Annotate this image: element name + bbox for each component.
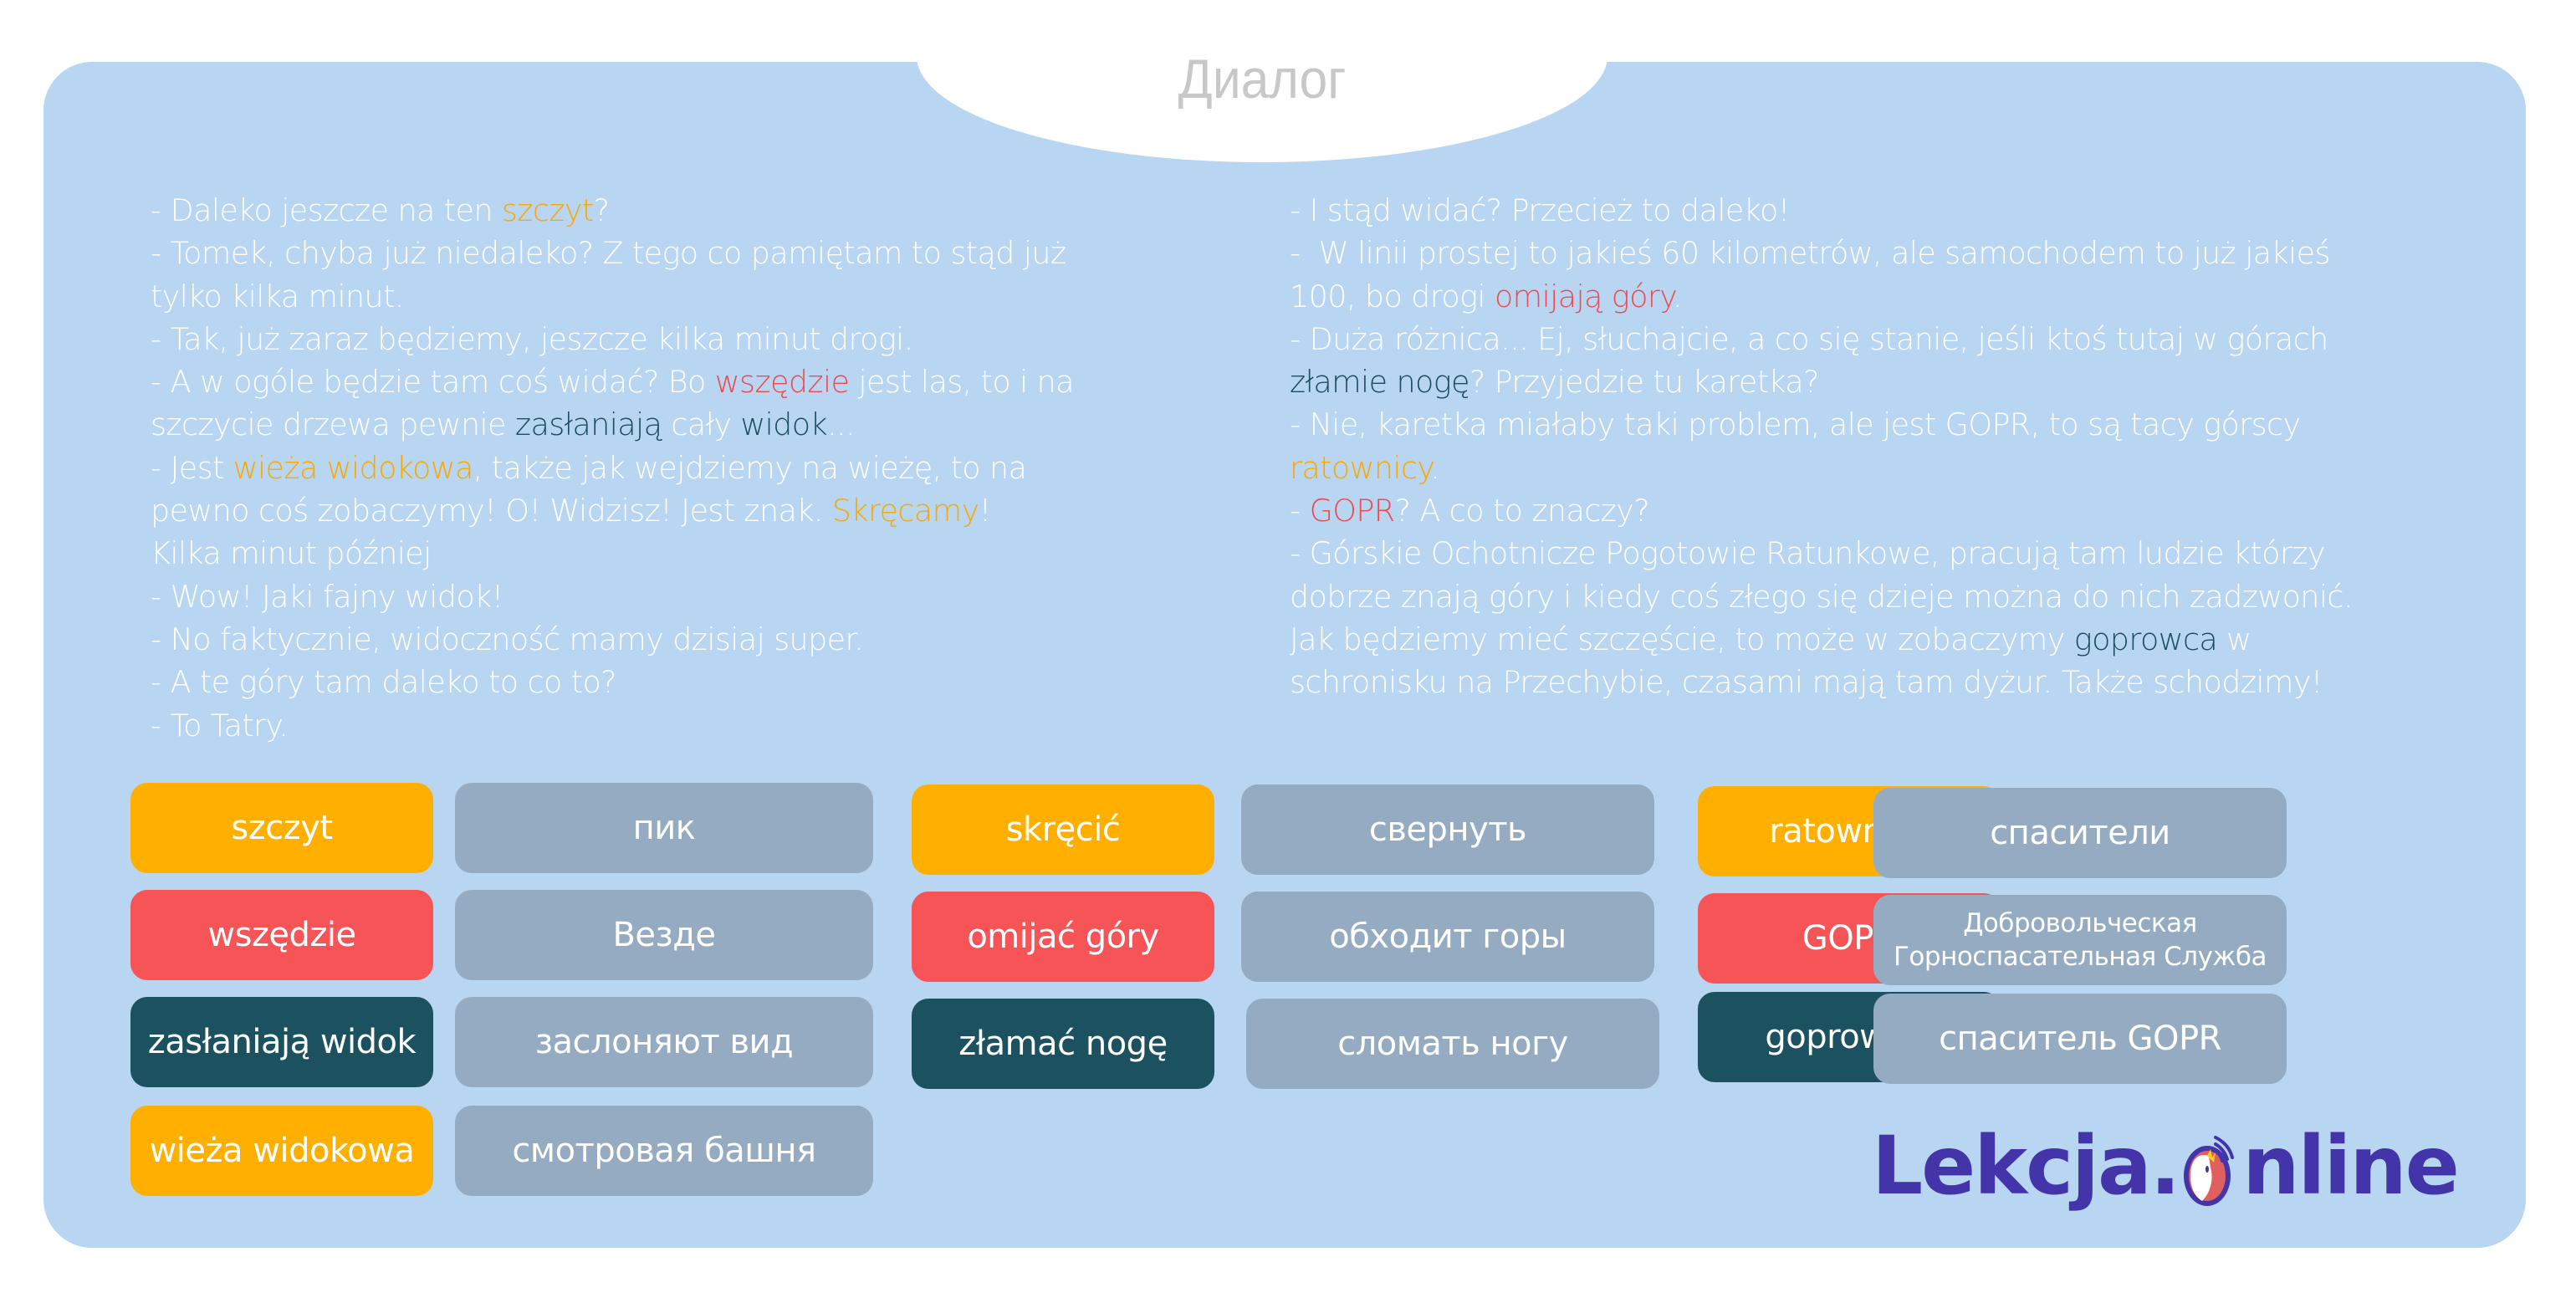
vocab-card-pl[interactable]: skręcić [912,784,1214,875]
dialog-text: ? A co to znaczy? [1394,493,1650,529]
dialog-line: schronisku na Przechybie, czasami mają t… [1290,661,2461,703]
dialog-text: - Tomek, chyba już niedaleko? Z tego co … [151,235,1066,272]
dialog-text: tylko kilka minut. [151,278,404,314]
vocab-card-ru[interactable]: пик [455,783,873,873]
dialog-line: dobrze znają góry i kiedy coś złego się … [1290,575,2461,618]
vocab-card-ru[interactable]: свернуть [1241,784,1654,875]
dialog-text: . [1430,449,1440,486]
dialog-line: - To Tatry. [151,704,1188,747]
vocab-card-ru[interactable]: Добровольческая Горноспасательная Служба [1873,895,2287,985]
highlighted-word: goprowca [2073,621,2218,657]
dialog-line: ratownicy. [1290,447,2461,489]
dialog-text: cały [662,406,741,443]
dialog-line: pewno coś zobaczymy! O! Widzisz! Jest zn… [151,489,1188,532]
dialog-text: - A w ogóle będzie tam coś widać? Bo [151,364,715,401]
dialog-line: - W linii prostej to jakieś 60 kilometró… [1290,232,2461,274]
vocab-card-pl[interactable]: wszędzie [130,890,433,980]
dialog-line: - Duża różnica... Ej, słuchajcie, a co s… [1290,318,2461,360]
dialog-text: - Tak, już zaraz będziemy, jeszcze kilka… [151,320,913,357]
dialog-line: 100, bo drogi omijają góry. [1290,275,2461,318]
dialog-line: - Wow! Jaki fajny widok! [151,575,1188,618]
highlighted-word: złamie nogę [1290,364,1469,401]
dialog-line: złamie nogę? Przyjedzie tu karetka? [1290,360,2461,403]
parrot-o-icon [2180,1132,2241,1209]
dialog-line: - Jest wieża widokowa, także jak wejdzie… [151,447,1188,489]
dialog-line: Kilka minut później [151,532,1188,575]
dialog-right-column: - I stąd widać? Przecież to daleko! - W l… [1290,189,2461,704]
dialog-text: dobrze znają góry i kiedy coś złego się … [1290,578,2353,615]
dialog-line: Jak będziemy mieć szczęście, to może w z… [1290,618,2461,661]
highlighted-word: szczyt [501,192,594,228]
dialog-text: - Duża różnica... Ej, słuchajcie, a co s… [1290,320,2328,357]
dialog-text: szczycie drzewa pewnie [151,406,515,443]
dialog-line: - A w ogóle będzie tam coś widać? Bo wsz… [151,360,1188,403]
dialog-line: szczycie drzewa pewnie zasłaniają cały w… [151,403,1188,446]
highlighted-word: wszędzie [714,364,850,401]
dialog-line: - Tomek, chyba już niedaleko? Z tego co … [151,232,1188,274]
highlighted-word: omijają góry [1494,278,1674,314]
dialog-line: - Tak, już zaraz będziemy, jeszcze kilka… [151,318,1188,360]
dialog-line: - I stąd widać? Przecież to daleko! [1290,189,2461,232]
highlighted-word: Skręcamy [831,493,979,529]
dialog-text: - Jest [151,449,233,486]
dialog-text: ! [979,493,992,529]
dialog-text: 100, bo drogi [1290,278,1495,314]
dialog-text: . [1673,278,1683,314]
vocab-card-pl[interactable]: złamać nogę [912,999,1214,1089]
logo-text-part1: Lekcja. [1872,1119,2180,1213]
dialog-text: ? [593,192,610,228]
dialog-text: Jak będziemy mieć szczęście, to może w z… [1290,621,2074,657]
logo-text-part2: nline [2242,1119,2460,1213]
vocab-card-ru[interactable]: заслоняют вид [455,997,873,1087]
vocab-card-pl[interactable]: omijać góry [912,892,1214,982]
dialog-line: tylko kilka minut. [151,275,1188,318]
vocab-card-ru[interactable]: спаситель GOPR [1873,994,2287,1084]
dialog-text: - I stąd widać? Przecież to daleko! [1290,192,1790,228]
dialog-line: - Górskie Ochotnicze Pogotowie Ratunkowe… [1290,532,2461,575]
vocab-card-ru[interactable]: смотровая башня [455,1106,873,1196]
dialog-line: - No faktycznie, widoczność mamy dzisiaj… [151,618,1188,661]
dialog-text: , także jak wejdziemy na wieżę, to na [473,449,1027,486]
dialog-left-column: - Daleko jeszcze na ten szczyt?- Tomek, … [151,189,1188,747]
dialog-text: - [1290,493,1310,529]
dialog-text: - Daleko jeszcze na ten [151,192,502,228]
highlighted-word: wieża widokowa [233,449,474,486]
dialog-text: - Wow! Jaki fajny widok! [151,578,503,615]
page-title: Диалог [1178,48,1347,110]
dialog-text: - Nie, karetka miałaby taki problem, ale… [1290,406,2301,443]
highlighted-word: zasłaniają [514,406,662,443]
vocab-card-ru[interactable]: Везде [455,890,873,980]
vocab-card-pl[interactable]: wieża widokowa [130,1106,433,1196]
dialog-line: - A te góry tam daleko to co to? [151,661,1188,703]
dialog-text: jest las, to i na [849,364,1074,401]
vocab-card-pl[interactable]: zasłaniają widok [130,997,433,1087]
dialog-text: - No faktycznie, widoczność mamy dzisiaj… [151,621,864,657]
vocab-card-ru[interactable]: обходит горы [1241,892,1654,982]
highlighted-word: GOPR [1309,493,1396,529]
dialog-text: ? Przyjedzie tu karetka? [1469,364,1820,401]
dialog-line: - GOPR? A co to znaczy? [1290,489,2461,532]
vocab-card-pl[interactable]: szczyt [130,783,433,873]
dialog-text: Kilka minut później [151,535,432,572]
lekcja-online-logo: Lekcja. nline [1872,1119,2460,1213]
dialog-text: schronisku na Przechybie, czasami mają t… [1290,664,2323,701]
title-ellipse [917,0,1607,162]
dialog-text: ... [827,406,856,443]
highlighted-word: ratownicy [1290,449,1431,486]
dialog-text: pewno coś zobaczymy! O! Widzisz! Jest zn… [151,493,832,529]
dialog-text: - A te góry tam daleko to co to? [151,664,617,701]
dialog-text: w [2217,621,2251,657]
dialog-text: - W linii prostej to jakieś 60 kilometró… [1290,235,2331,272]
highlighted-word: widok [740,406,827,443]
dialog-text: - Górskie Ochotnicze Pogotowie Ratunkowe… [1290,535,2325,572]
dialog-text: - To Tatry. [151,707,289,744]
vocab-card-ru[interactable]: сломать ногу [1246,999,1659,1089]
vocab-card-ru[interactable]: спасители [1873,788,2287,878]
dialog-line: - Nie, karetka miałaby taki problem, ale… [1290,403,2461,446]
dialog-line: - Daleko jeszcze na ten szczyt? [151,189,1188,232]
